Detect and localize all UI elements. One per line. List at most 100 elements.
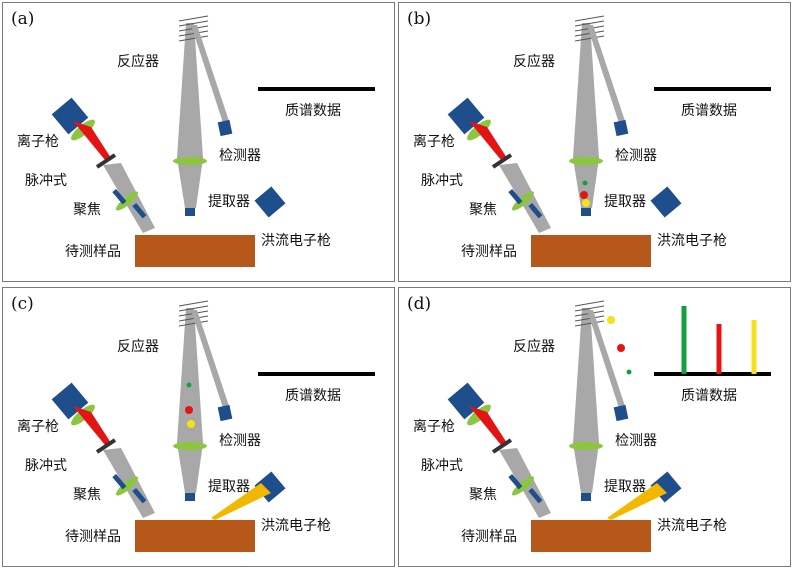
reflectron-grid-line [574,30,605,37]
electron-beam [211,483,271,520]
reactor-label: 反应器 [513,339,555,355]
reflectron-grid-line [574,320,605,327]
particle-red [617,344,625,352]
mass-spec-label: 质谱数据 [285,388,341,404]
reflectron-grid-line [178,300,209,307]
pulse-plate [95,153,117,169]
reflected-path [191,25,229,123]
laser-beam [469,406,507,445]
sample-slab [531,520,651,552]
focus-electrode-left [508,473,523,490]
flood-gun-label: 洪流电子枪 [657,233,727,249]
column-lens [569,157,603,165]
mass-spec-label: 质谱数据 [681,388,737,404]
panel-a: (a) 反应器 质谱数据 离子枪 检测器 脉冲式 提取器 聚焦 洪流电子枪 待测… [2,2,395,282]
extractor-label: 提取器 [208,479,250,495]
sample-slab [531,235,651,267]
particle-yellow [607,316,615,324]
detector-block [613,404,629,422]
diagram-b [447,15,771,267]
extractor-label: 提取器 [604,479,646,495]
flood-gun-label: 洪流电子枪 [261,233,331,249]
flood-gun-block [254,186,286,218]
sample-label: 待测样品 [461,244,517,260]
panel-d: (d) 反应器 质谱数据 离子枪 检测器 脉冲式 提取器 聚焦 洪流电子枪 待测… [398,287,791,567]
focus-lens [115,191,139,211]
particle-yellow [187,420,195,428]
flood-gun-label: 洪流电子枪 [261,518,331,534]
laser-beam [469,121,507,160]
reactor-label: 反应器 [513,54,555,70]
laser-beam [73,121,111,160]
reactor-column [573,308,599,493]
focus-label: 聚焦 [469,487,497,503]
reactor-column [573,23,599,208]
focus-electrode-right [528,487,543,504]
panel-label: (d) [407,294,432,314]
reflectron-grid-line [574,20,605,27]
diagram-d [447,300,771,552]
diagram-a [51,15,375,267]
extractor-label: 提取器 [208,194,250,210]
reflectron-grid-line [178,305,209,312]
reflectron-grid-line [574,35,605,42]
mass-spec-label: 质谱数据 [681,103,737,119]
detector-label: 检测器 [219,433,261,449]
detector-label: 检测器 [615,148,657,164]
panel-label: (c) [11,294,34,314]
reflectron-grid-line [178,320,209,327]
detector-label: 检测器 [219,148,261,164]
focus-label: 聚焦 [469,202,497,218]
column-lens [173,157,207,165]
reflectron-grid-line [178,315,209,322]
reflectron-grid-line [574,300,605,307]
panel-label: (b) [407,9,432,29]
reactor-column [177,308,203,493]
particle-yellow [582,199,590,207]
mass-spec-label: 质谱数据 [285,103,341,119]
pulse-plate [491,438,513,454]
column-lens [569,442,603,450]
panel-label: (a) [11,9,35,29]
sample-label: 待测样品 [65,244,121,260]
focus-electrode-left [112,473,127,490]
electron-beam [607,483,667,520]
sample-slab [135,235,255,267]
extractor-tip [581,208,591,216]
ion-gun-label: 离子枪 [17,419,59,435]
particle-red [185,406,193,414]
particle-green [626,369,632,375]
particle-green [582,180,588,186]
reflected-path [587,310,625,408]
particle-red [580,191,588,199]
reflectron-grid-line [178,15,209,22]
reflectron-grid-line [574,15,605,22]
extractor-tip [185,208,195,216]
reactor-column [177,23,203,208]
focus-lens [511,476,535,496]
reflected-path [587,25,625,123]
detector-block [217,404,233,422]
reflectron-grid-line [178,20,209,27]
panel-b: (b) 反应器 质谱数据 离子枪 检测器 脉冲式 提取器 聚焦 洪流电子枪 待测… [398,2,791,282]
pulsed-label: 脉冲式 [25,173,67,189]
reflected-path [191,310,229,408]
extractor-tip [185,493,195,501]
ion-gun-label: 离子枪 [413,419,455,435]
detector-block [613,119,629,137]
column-lens [173,442,207,450]
flood-gun-block [650,186,682,218]
pulsed-label: 脉冲式 [421,173,463,189]
focus-electrode-left [508,188,523,205]
ion-gun-label: 离子枪 [17,134,59,150]
focus-electrode-right [528,202,543,219]
sample-label: 待测样品 [65,529,121,545]
sample-slab [135,520,255,552]
reflectron-grid-line [178,35,209,42]
focus-label: 聚焦 [73,487,101,503]
ion-gun-label: 离子枪 [413,134,455,150]
reflectron-grid-line [574,305,605,312]
laser-beam [73,406,111,445]
diagram-c [51,300,375,552]
focus-electrode-left [112,188,127,205]
